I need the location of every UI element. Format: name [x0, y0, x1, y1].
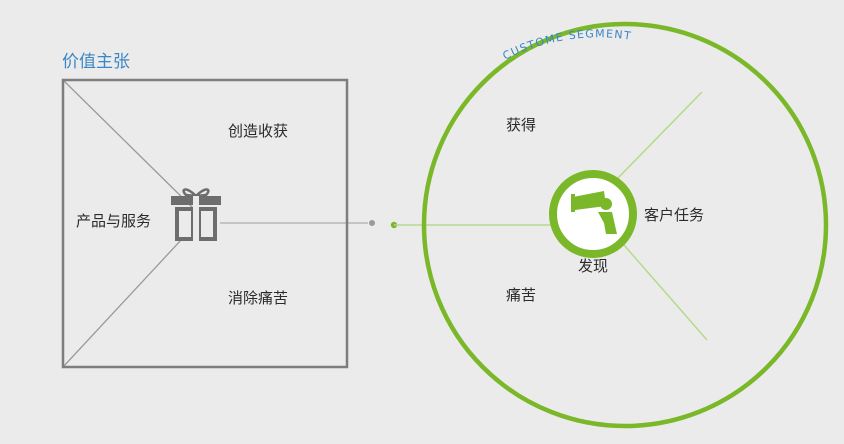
gain-creators-label: 创造收获 [228, 122, 289, 140]
value-map-square [61, 78, 375, 369]
diagonal-top-left [62, 79, 196, 211]
value-proposition-title: 价值主张 [62, 52, 130, 72]
gains-label: 获得 [506, 116, 537, 134]
pains-label: 痛苦 [506, 286, 537, 304]
inner-circle [549, 170, 637, 258]
segment-arc-label: CUSTOME SEGMENT [501, 27, 633, 62]
square-border [61, 78, 349, 369]
outer-circle [421, 21, 829, 429]
products-services-label: 产品与服务 [76, 212, 152, 230]
diagonal-bottom-left [62, 224, 196, 368]
discover-label: 发现 [578, 257, 609, 275]
pain-relievers-label: 消除痛苦 [228, 289, 289, 307]
telescope-icon [571, 191, 617, 234]
customer-jobs-label: 客户任务 [644, 206, 705, 224]
connector-dot-gray [369, 220, 375, 226]
divider-bottom [623, 244, 708, 341]
divider-top [615, 91, 703, 181]
gift-icon [171, 188, 221, 241]
